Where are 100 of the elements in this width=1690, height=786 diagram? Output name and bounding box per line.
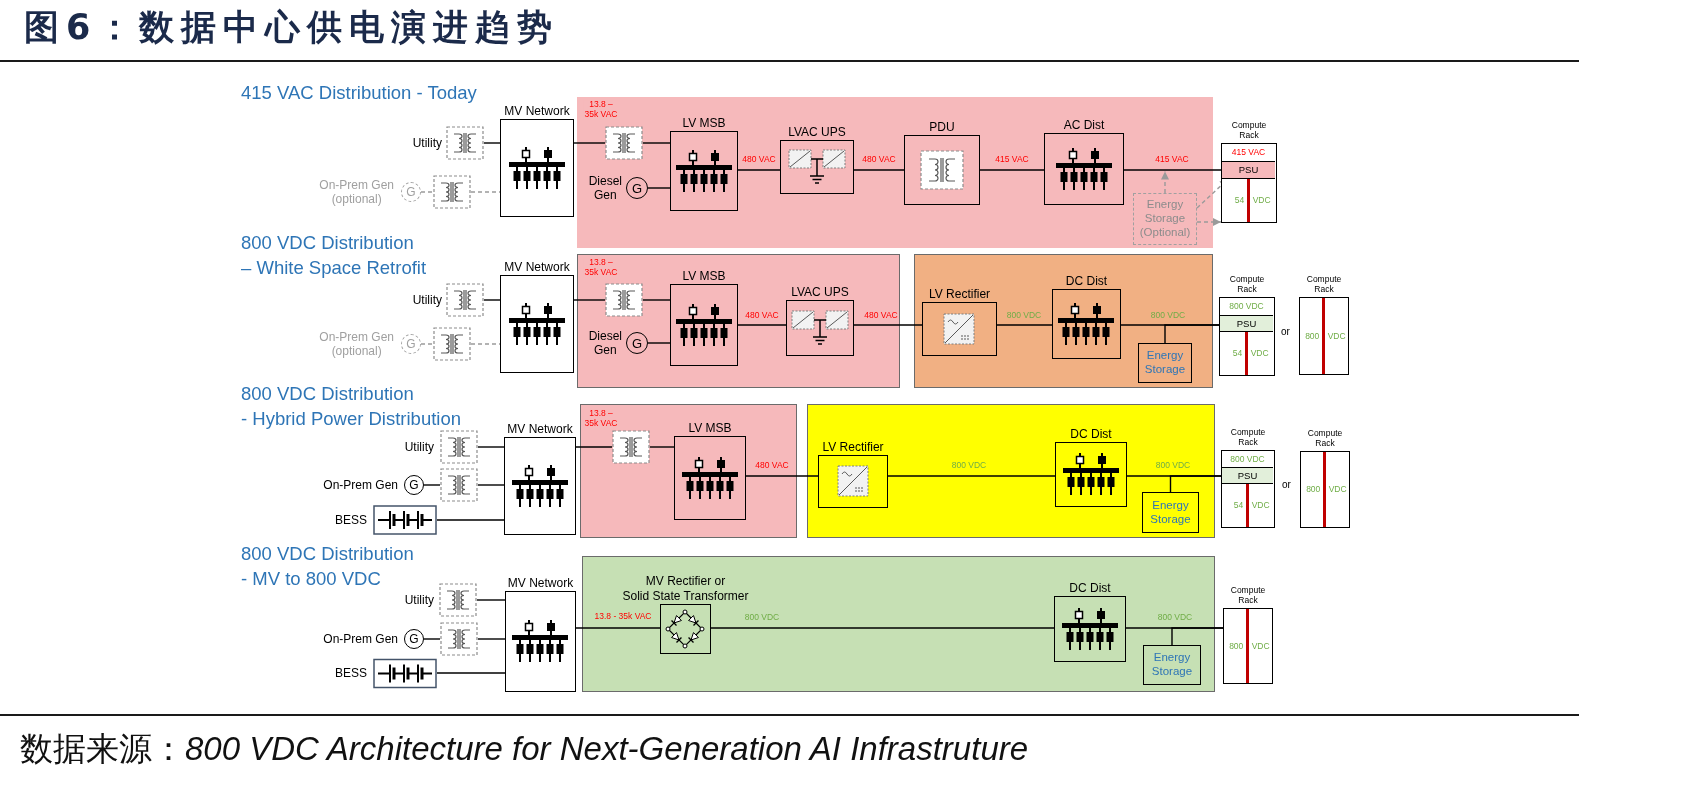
edge-label: 480 VAC <box>861 155 897 165</box>
connector-line <box>420 343 434 345</box>
component-label: LV Rectifier <box>822 439 884 454</box>
component-label: LVAC UPS <box>788 124 846 139</box>
source-label: Utility <box>412 292 442 308</box>
connector-line <box>477 484 505 486</box>
connector-line <box>470 191 501 193</box>
connector-line <box>710 627 1055 629</box>
component-label: LVAC UPS <box>791 284 849 299</box>
rack-label: Compute Rack <box>1229 273 1265 295</box>
component-label: LV MSB <box>682 268 726 283</box>
connector-line <box>573 299 606 301</box>
component-label: MV Network <box>507 421 573 436</box>
edge-label: 13.8 – 35k VAC <box>583 409 619 429</box>
connector-line <box>1169 475 1222 493</box>
or-label: or <box>1282 479 1291 491</box>
connector-line <box>642 299 671 301</box>
source-label: Utility <box>404 592 434 608</box>
connector-line <box>573 142 606 144</box>
connector-line <box>853 169 905 171</box>
voltage-label: 54 VDC <box>1232 347 1269 358</box>
source-label: On-Prem Gen (optional) <box>319 329 394 359</box>
source-label: On-Prem Gen (optional) <box>319 177 394 207</box>
connector-line <box>436 519 505 521</box>
connector-line <box>420 191 434 193</box>
component-label: LV MSB <box>682 115 726 130</box>
edge-label: 800 VDC <box>950 461 988 471</box>
rack-label: Compute Rack <box>1307 427 1343 449</box>
rack-label: Compute Rack <box>1306 273 1342 295</box>
connector-line <box>642 142 671 144</box>
source-label: On-Prem Gen <box>323 631 398 647</box>
transformer-symbol <box>440 430 478 464</box>
component-label: DC Dist <box>1070 426 1112 441</box>
transformer-symbol <box>612 430 650 464</box>
zone-panel <box>577 254 900 388</box>
connector-line <box>470 343 501 345</box>
transformer-symbol <box>433 174 471 210</box>
transformer-symbol <box>605 282 643 318</box>
edge-label: 800 VDC <box>1156 613 1194 623</box>
voltage-label: 800 VDC <box>1229 453 1266 464</box>
figure-title: 图6：数据中心供电演进趋势 <box>24 6 560 49</box>
rack-label: Compute Rack <box>1230 426 1266 448</box>
row-title: 800 VDC Distribution - Hybrid Power Distribution <box>241 382 461 431</box>
zone-panel <box>582 556 1215 692</box>
transformer-symbol <box>433 326 471 362</box>
component-label: MV Rectifier or Solid State Transformer <box>622 574 749 603</box>
source-label: Utility <box>404 439 434 455</box>
connector-line <box>745 475 819 477</box>
component-label: DC Dist <box>1065 273 1108 288</box>
rack-label: Compute Rack <box>1230 584 1266 606</box>
psu-band: PSU <box>1220 314 1273 332</box>
storage-box: Energy Storage <box>1143 645 1201 685</box>
edge-label: 800 VDC <box>1005 311 1043 321</box>
voltage-label: 415 VAC <box>1230 147 1267 158</box>
component-label: LV MSB <box>688 420 732 435</box>
edge-label: 480 VAC <box>741 155 777 165</box>
rack-label: Compute Rack <box>1231 119 1267 141</box>
zone-panel <box>914 254 1213 388</box>
component-label: MV Network <box>507 575 574 590</box>
battery-symbol <box>373 505 437 535</box>
voltage-label: 800 VDC <box>1306 483 1347 495</box>
voltage-label: 54 VDC <box>1234 194 1271 205</box>
source-label: BESS <box>335 665 367 681</box>
connector-line <box>436 672 506 674</box>
arrow <box>1196 218 1222 226</box>
transformer-symbol <box>440 622 478 656</box>
or-label: or <box>1281 326 1290 338</box>
component-label: MV Network <box>504 259 570 274</box>
source-label: Diesel Gen <box>588 328 622 358</box>
transformer-symbol <box>446 125 484 161</box>
psu-band: PSU <box>1222 466 1273 484</box>
connector-line <box>647 342 671 344</box>
figure-caption: 数据来源：800 VDC Architecture for Next-Generation AI Infrastruture <box>20 729 1029 769</box>
edge-label: 13.8 - 35k VAC <box>593 612 653 622</box>
connector-line <box>477 638 506 640</box>
transformer-symbol <box>605 125 643 161</box>
transformer-symbol <box>439 583 477 617</box>
connector-line <box>853 324 923 326</box>
connector-line <box>423 484 441 486</box>
connector-line <box>647 187 671 189</box>
edge-label: 13.8 – 35k VAC <box>583 258 619 278</box>
connector-line <box>575 446 613 448</box>
row-title: 415 VAC Distribution - Today <box>241 81 477 105</box>
connector-line <box>575 627 661 629</box>
component-label: LV Rectifier <box>928 286 991 301</box>
transformer-symbol <box>440 468 478 502</box>
storage-box: Energy Storage <box>1138 343 1192 383</box>
component-label: DC Dist <box>1069 580 1111 595</box>
storage-box: Energy Storage <box>1142 492 1199 533</box>
connector-line <box>1123 169 1222 171</box>
component-label: MV Network <box>504 103 570 118</box>
connector-line <box>477 446 505 448</box>
zone-panel <box>580 404 797 538</box>
edge-label: 415 VAC <box>994 155 1030 165</box>
battery-symbol <box>373 658 437 689</box>
component-label: AC Dist <box>1063 117 1105 132</box>
zone-panel <box>807 404 1215 538</box>
row-title: 800 VDC Distribution – White Space Retrofit <box>241 231 427 280</box>
edge-label: 800 VDC <box>1154 461 1192 471</box>
component-label: PDU <box>929 119 955 134</box>
